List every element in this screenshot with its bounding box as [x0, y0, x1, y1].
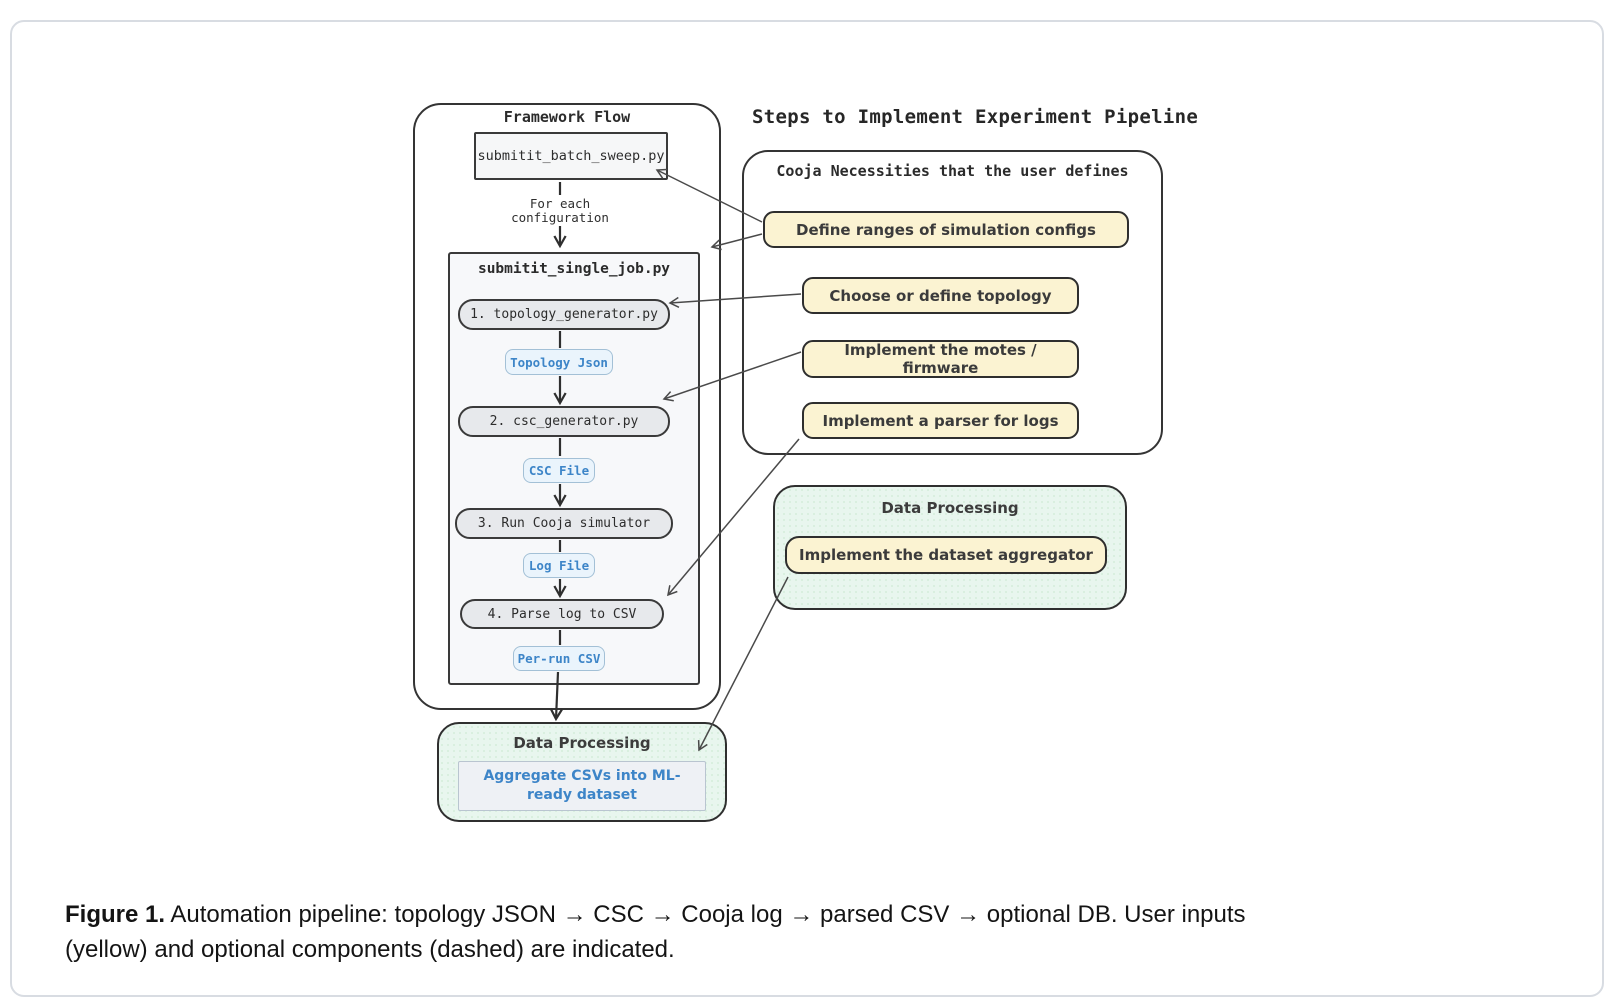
- cooja-necessities-title: Cooja Necessities that the user defines: [776, 162, 1129, 180]
- figure-caption-label: Figure 1.: [65, 901, 166, 928]
- step-parse-log: 4. Parse log to CSV: [460, 599, 664, 629]
- figure-caption: Figure 1. Automation pipeline: topology …: [65, 897, 1465, 967]
- steps-panel-title: Steps to Implement Experiment Pipeline: [752, 106, 1199, 128]
- loop-label-line2: configuration: [511, 210, 609, 225]
- figure-caption-line2: (yellow) and optional components (dashed…: [65, 936, 675, 963]
- aggregate-csv-box: Aggregate CSVs into ML-ready dataset: [458, 761, 706, 811]
- task-define-ranges: Define ranges of simulation configs: [763, 211, 1129, 248]
- step-topology-generator: 1. topology_generator.py: [458, 299, 670, 330]
- data-processing-left-title: Data Processing: [513, 734, 651, 752]
- task-choose-topology: Choose or define topology: [802, 277, 1079, 314]
- batch-sweep-script-box: submitit_batch_sweep.py: [474, 132, 668, 180]
- artifact-topology-json: Topology Json: [505, 349, 613, 375]
- data-processing-right-title: Data Processing: [881, 499, 1019, 517]
- artifact-per-run-csv: Per-run CSV: [513, 646, 605, 671]
- task-implement-aggregator: Implement the dataset aggregator: [785, 536, 1107, 574]
- artifact-log-file: Log File: [523, 553, 595, 578]
- step-csc-generator: 2. csc_generator.py: [458, 406, 670, 437]
- task-implement-motes: Implement the motes / firmware: [802, 340, 1079, 378]
- step-run-cooja: 3. Run Cooja simulator: [455, 508, 673, 539]
- loop-label: For each configuration: [460, 197, 660, 225]
- figure-caption-line1: Automation pipeline: topology JSON → CSC…: [165, 901, 1246, 928]
- single-job-title: submitit_single_job.py: [477, 261, 671, 277]
- task-implement-parser: Implement a parser for logs: [802, 402, 1079, 439]
- loop-label-line1: For each: [529, 196, 591, 211]
- artifact-csc-file: CSC File: [523, 458, 595, 483]
- framework-flow-title: Framework Flow: [503, 108, 631, 126]
